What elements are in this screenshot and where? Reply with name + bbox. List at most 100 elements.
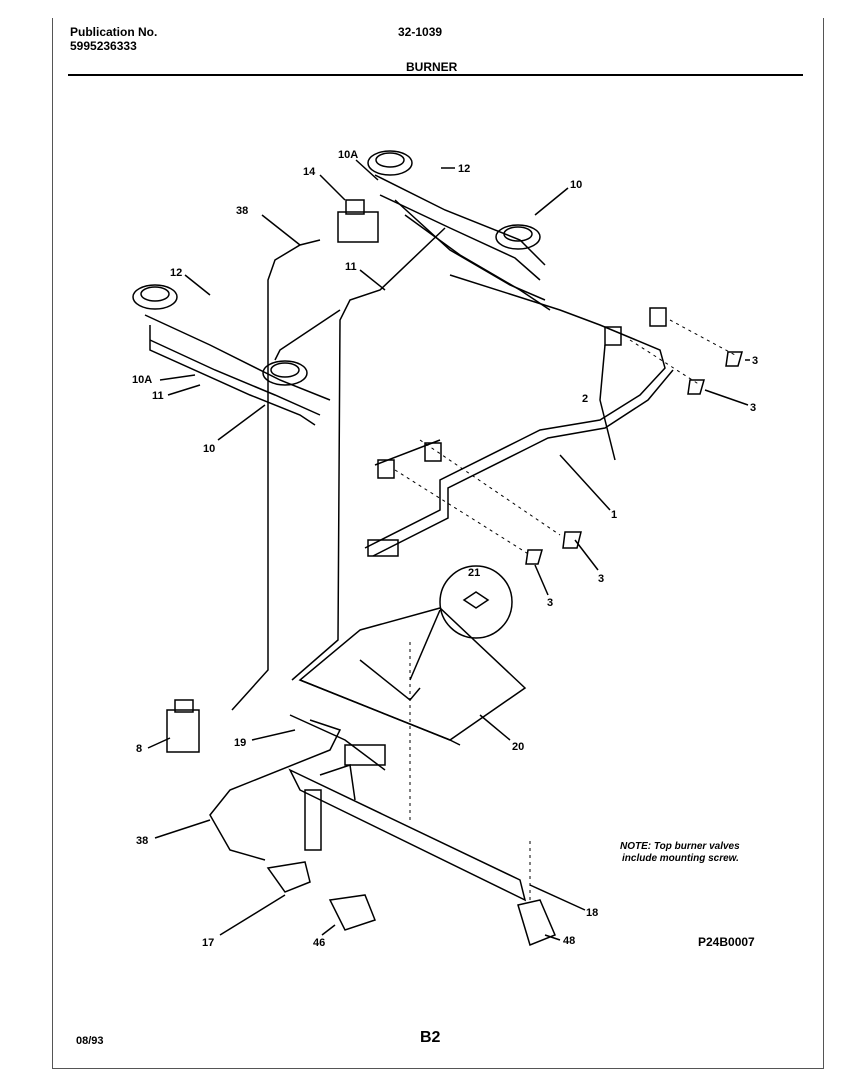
leader-20 [479, 714, 511, 741]
leader-11-top [359, 269, 386, 291]
callout-21: 21 [468, 567, 480, 579]
leader-38-top [261, 214, 301, 246]
burner-head-front-right [262, 360, 308, 386]
igniter-switch [337, 211, 379, 243]
model-code: 32-1039 [398, 25, 443, 39]
burner-cap-front-right [270, 362, 300, 378]
callout-48: 48 [563, 935, 575, 947]
callout-3b: 3 [750, 402, 756, 414]
oven-burner [288, 768, 527, 902]
rear-burner-tube [374, 174, 546, 266]
burner-bracket-48 [517, 899, 556, 947]
callout-19: 19 [234, 737, 246, 749]
callout-12-top: 12 [458, 163, 470, 175]
front-burner-tube [144, 314, 331, 401]
rear-burner-support-edge [404, 214, 551, 311]
alignment-line-2 [394, 469, 531, 556]
callout-10A-left: 10A [132, 374, 152, 386]
publication-label: Publication No. [70, 25, 158, 39]
front-burner-body [149, 325, 316, 426]
callout-18: 18 [586, 907, 598, 919]
callout-46: 46 [313, 937, 325, 949]
valve-clip-3 [562, 531, 582, 549]
callout-1: 1 [611, 509, 617, 521]
callout-20: 20 [512, 741, 524, 753]
leader-46 [321, 924, 336, 936]
callout-3c: 3 [598, 573, 604, 585]
leader-8 [147, 737, 171, 749]
burner-cap-rear-right [503, 226, 533, 242]
burner-valve-center [424, 442, 442, 462]
leader-18 [529, 884, 586, 911]
callout-3d: 3 [547, 597, 553, 609]
front-burner-tube-edge [149, 339, 321, 416]
rear-burner-support [394, 199, 546, 301]
valve-clip-2 [687, 379, 705, 395]
rear-burner-tube-edge [379, 194, 541, 281]
drawing-code: P24B0007 [698, 935, 755, 949]
oven-switch [166, 709, 200, 753]
leader-48 [544, 934, 561, 941]
hex-nut [462, 591, 490, 609]
igniter-switch-top [345, 199, 365, 215]
leader-1 [559, 454, 611, 511]
alignment-line-1 [419, 439, 561, 536]
leader-10A-left [159, 374, 196, 381]
leader-10A-top [355, 159, 379, 181]
detail-circle-21 [439, 565, 513, 639]
oven-burner-tube [304, 789, 322, 851]
leader-14 [319, 174, 346, 201]
burner-head-rear-left [367, 150, 413, 176]
burner-valve-left [377, 459, 395, 479]
page-frame [52, 18, 824, 1069]
manifold-bracket [367, 539, 399, 557]
callout-10-left: 10 [203, 443, 215, 455]
callout-2: 2 [582, 393, 588, 405]
leader-11-left [167, 384, 201, 396]
burner-head-front-left [132, 284, 178, 310]
callout-38-bottom: 38 [136, 835, 148, 847]
callout-38-top: 38 [236, 205, 248, 217]
alignment-line-3 [669, 319, 736, 356]
header-rule [68, 74, 803, 76]
callout-12-left: 12 [170, 267, 182, 279]
oven-switch-top [174, 699, 194, 713]
leader-3d [534, 564, 549, 596]
note-line-2: include mounting screw. [622, 853, 739, 864]
callout-8: 8 [136, 743, 142, 755]
ignition-rod-2 [599, 344, 616, 461]
valve-stem-left [374, 439, 441, 466]
baffle-clip [359, 659, 421, 702]
burner-baffle-edge [299, 679, 461, 746]
callout-3a: 3 [752, 355, 758, 367]
leader-17 [219, 894, 286, 936]
burner-baffle [298, 607, 527, 741]
burner-cap-rear-left [375, 152, 405, 168]
page-number: B2 [420, 1029, 441, 1046]
ignition-wire-38-lower [209, 719, 342, 861]
callout-14: 14 [303, 166, 316, 178]
ignition-wire-38 [231, 239, 321, 711]
leader-10-top [534, 187, 569, 216]
oven-igniter-body [344, 744, 386, 766]
burner-bracket-46 [328, 894, 376, 931]
burner-valve-rear-center [604, 326, 622, 346]
leader-12-left [184, 274, 211, 296]
footer-date: 08/93 [76, 1035, 104, 1047]
section-title: BURNER [406, 60, 458, 74]
safety-valve [266, 861, 311, 893]
oven-igniter [289, 714, 386, 771]
burner-valve-rear-right [649, 307, 667, 327]
leader-38-bottom [154, 819, 211, 839]
callout-10A-top: 10A [338, 149, 358, 161]
detail-leader [409, 609, 441, 681]
leader-10-left [217, 404, 266, 441]
valve-clip-1 [725, 351, 743, 367]
burner-cap-front-left [140, 286, 170, 302]
publication-number: 5995236333 [70, 39, 137, 53]
ignition-wire-branch [274, 309, 341, 361]
manifold-pipe [364, 274, 666, 549]
callout-17: 17 [202, 937, 214, 949]
